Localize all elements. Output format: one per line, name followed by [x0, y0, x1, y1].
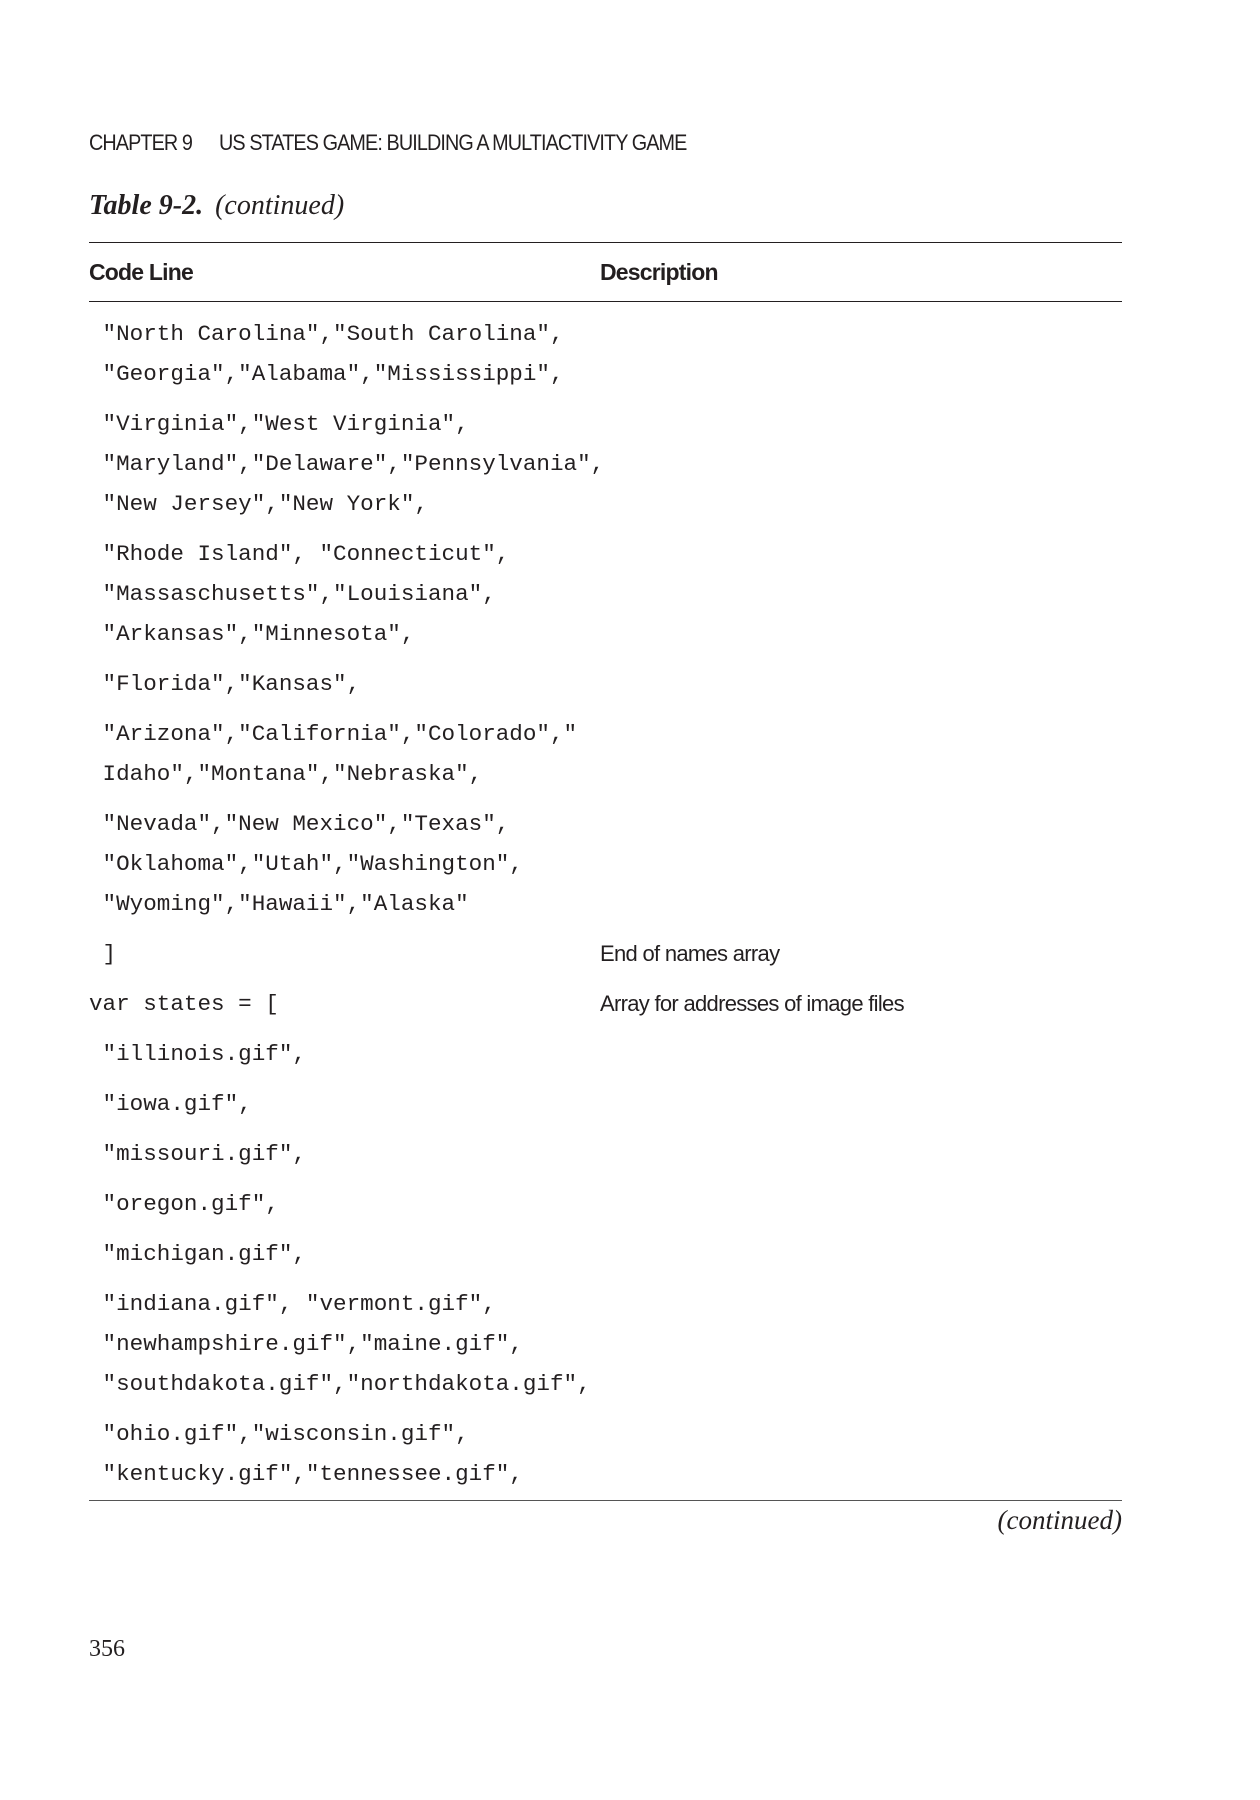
- code-cell: "indiana.gif", "vermont.gif", "newhampsh…: [102, 1291, 591, 1397]
- page-number: 356: [89, 1636, 125, 1662]
- table-caption: Table 9-2. (continued): [89, 190, 344, 222]
- table-row: "illinois.gif",: [89, 1034, 1122, 1084]
- code-cell: "missouri.gif",: [89, 1141, 306, 1167]
- table-row: "ohio.gif","wisconsin.gif", "kentucky.gi…: [89, 1414, 1122, 1504]
- code-cell: "North Carolina","South Carolina", "Geor…: [102, 321, 564, 387]
- table-row: "Florida","Kansas",: [89, 664, 1122, 714]
- code-cell: "Rhode Island", "Connecticut", "Massasch…: [102, 541, 510, 647]
- table-row: "michigan.gif",: [89, 1234, 1122, 1284]
- description-cell: End of names array: [600, 941, 780, 966]
- table-row: "missouri.gif",: [89, 1134, 1122, 1184]
- description-cell: Array for addresses of image files: [600, 991, 905, 1016]
- table-label: Table 9-2.: [89, 190, 204, 221]
- table-header: Code Line Description: [89, 243, 1122, 302]
- table-note: (continued): [215, 190, 345, 221]
- table-bottom-rule: [89, 1500, 1122, 1501]
- code-cell: "ohio.gif","wisconsin.gif", "kentucky.gi…: [102, 1421, 523, 1487]
- table-row: "North Carolina","South Carolina", "Geor…: [89, 314, 1122, 404]
- table-row: "Arizona","California","Colorado"," Idah…: [89, 714, 1122, 804]
- code-cell: "Nevada","New Mexico","Texas", "Oklahoma…: [102, 811, 523, 917]
- code-cell: ]: [89, 941, 117, 967]
- table-row: "Virginia","West Virginia", "Maryland","…: [89, 404, 1122, 534]
- header-description: Description: [600, 258, 719, 285]
- table-row: "Rhode Island", "Connecticut", "Massasch…: [89, 534, 1122, 664]
- code-cell: "Florida","Kansas",: [89, 671, 361, 697]
- running-head: CHAPTER 9 US STATES GAME: BUILDING A MULT…: [89, 130, 687, 156]
- code-cell: "Arizona","California","Colorado"," Idah…: [102, 721, 578, 787]
- chapter-label: CHAPTER 9: [89, 130, 193, 155]
- code-table: Code Line Description "North Carolina","…: [89, 242, 1122, 1504]
- table-row: "indiana.gif", "vermont.gif", "newhampsh…: [89, 1284, 1122, 1414]
- continued-note: (continued): [997, 1505, 1122, 1535]
- table-body: "North Carolina","South Carolina", "Geor…: [89, 302, 1122, 1504]
- code-cell: var states = [: [89, 991, 279, 1017]
- table-row: "Nevada","New Mexico","Texas", "Oklahoma…: [89, 804, 1122, 934]
- code-cell: "michigan.gif",: [89, 1241, 306, 1267]
- chapter-title: US STATES GAME: BUILDING A MULTIACTIVITY…: [219, 130, 687, 155]
- table-row: var states = [ Array for addresses of ima…: [89, 984, 1122, 1034]
- header-code-line: Code Line: [89, 258, 194, 285]
- table-row: ] End of names array: [89, 934, 1122, 984]
- code-cell: "Virginia","West Virginia", "Maryland","…: [102, 411, 605, 517]
- table-row: "oregon.gif",: [89, 1184, 1122, 1234]
- table-row: "iowa.gif",: [89, 1084, 1122, 1134]
- code-cell: "illinois.gif",: [89, 1041, 306, 1067]
- code-cell: "iowa.gif",: [89, 1091, 252, 1117]
- code-cell: "oregon.gif",: [89, 1191, 279, 1217]
